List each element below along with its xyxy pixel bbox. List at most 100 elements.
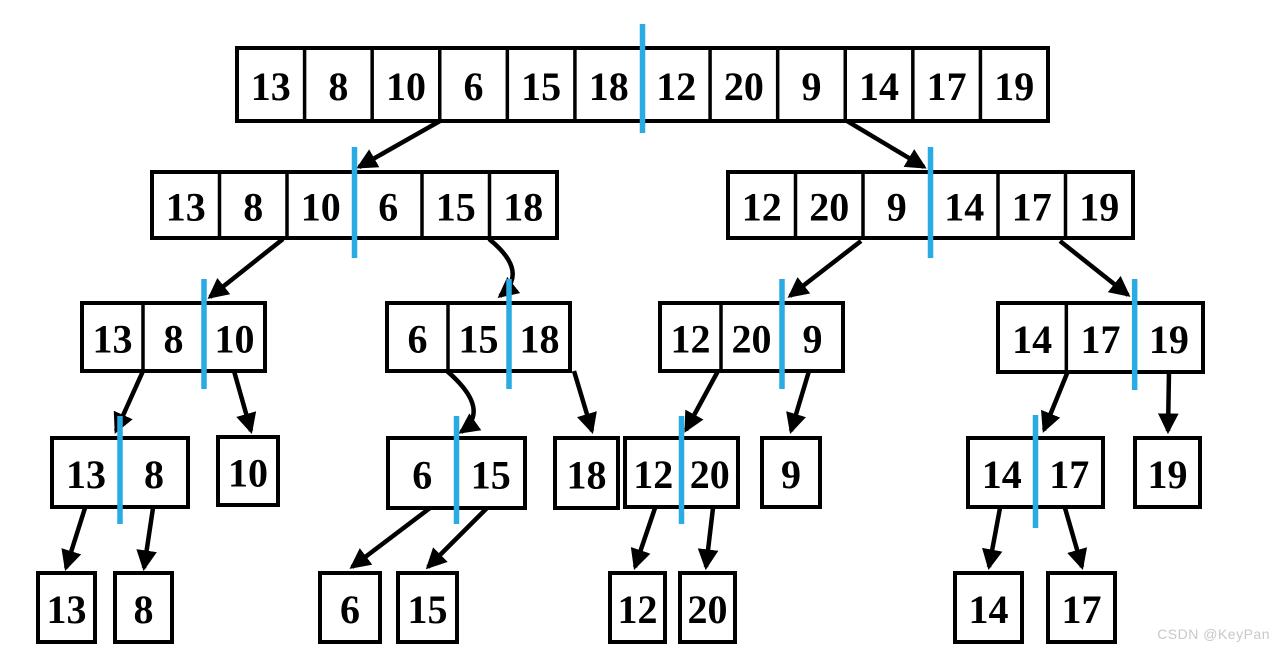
cell-value: 12 <box>656 64 696 109</box>
array-box <box>996 301 1205 374</box>
cell-value: 15 <box>436 185 476 230</box>
array-box <box>608 571 667 644</box>
divide-arrow-l2-4-to-l3-7 <box>1041 370 1071 433</box>
cell-value: 19 <box>1149 317 1189 362</box>
divide-arrow-l2-4-to-l3-8 <box>1157 370 1179 435</box>
cell-value: 17 <box>1049 452 1089 497</box>
cell-value: 20 <box>809 185 849 230</box>
cell-value: 8 <box>243 185 263 230</box>
array-node-l4-3: 6 <box>318 571 382 644</box>
cell-value: 17 <box>927 64 967 109</box>
watermark: CSDN @KeyPan <box>1157 626 1270 642</box>
cell-value: 12 <box>618 587 658 632</box>
cell-value: 8 <box>134 587 154 632</box>
divide-arrow-l2-1-to-l3-2 <box>231 370 257 434</box>
cell-value: 8 <box>164 317 184 362</box>
cell-value: 13 <box>66 452 106 497</box>
cell-value: 9 <box>781 452 801 497</box>
array-node-l4-6: 20 <box>678 571 737 644</box>
array-box <box>953 571 1024 644</box>
array-box <box>396 571 459 644</box>
array-node-l3-8: 19 <box>1133 436 1202 509</box>
cell-value: 9 <box>887 185 907 230</box>
cell-value: 17 <box>1081 317 1121 362</box>
cell-value: 8 <box>144 452 164 497</box>
divide-arrow-root-to-l1-right <box>845 119 927 169</box>
divide-arrow-l1-left-to-l2-2 <box>487 237 521 298</box>
cell-value: 15 <box>459 317 499 362</box>
cell-value: 14 <box>859 64 899 109</box>
divide-arrow-l3-1-to-l4-1 <box>61 507 88 571</box>
array-node-l3-6: 9 <box>760 436 822 509</box>
cell-value: 6 <box>408 317 428 362</box>
cell-value: 8 <box>328 64 348 109</box>
cell-value: 19 <box>994 64 1034 109</box>
cell-value: 13 <box>251 64 291 109</box>
cell-value: 10 <box>228 451 268 496</box>
arrows-layer <box>61 119 1179 572</box>
cell-value: 19 <box>1079 185 1119 230</box>
array-node-l2-1: 13 8 10 <box>80 301 267 373</box>
cell-value: 10 <box>301 185 341 230</box>
array-box <box>658 301 845 373</box>
array-box <box>80 301 267 373</box>
array-node-l4-2: 8 <box>113 571 174 644</box>
divide-arrow-l1-right-to-l2-3 <box>787 239 863 298</box>
nodes-layer: 13 8 10 6 15 18 12 20 9 14 17 19 13 8 10 6 15 18 12 20 9 14 17… <box>36 46 1205 644</box>
divide-arrow-l3-1-to-l4-2 <box>136 507 157 572</box>
array-box <box>318 571 382 644</box>
array-node-l4-1: 13 <box>36 571 97 644</box>
array-node-l3-4: 18 <box>553 436 620 510</box>
cell-value: 17 <box>1062 587 1102 632</box>
cell-value: 13 <box>93 317 133 362</box>
cell-value: 14 <box>1012 317 1052 362</box>
array-box <box>1133 436 1202 509</box>
cell-value: 19 <box>1148 452 1188 497</box>
cell-value: 10 <box>215 317 255 362</box>
array-node-l4-7: 14 <box>953 571 1024 644</box>
cell-value: 15 <box>471 453 511 498</box>
array-node-l4-8: 17 <box>1046 571 1117 644</box>
array-box <box>385 301 572 373</box>
cell-value: 18 <box>567 453 607 498</box>
cell-value: 14 <box>982 452 1022 497</box>
cell-value: 12 <box>742 185 782 230</box>
cell-value: 18 <box>503 185 543 230</box>
divide-arrow-l3-3-to-l4-3 <box>349 506 432 569</box>
cell-value: 20 <box>732 317 772 362</box>
divide-arrow-l3-7-to-l4-7 <box>982 507 1003 571</box>
array-box <box>113 571 174 644</box>
divide-arrow-root-to-l1-left <box>356 119 442 169</box>
dividers-layer <box>117 24 1138 528</box>
cell-value: 13 <box>166 185 206 230</box>
array-box <box>553 436 620 510</box>
cell-value: 6 <box>340 587 360 632</box>
divide-arrow-l3-3-to-l4-4 <box>425 506 489 570</box>
cell-value: 20 <box>724 64 764 109</box>
cell-value: 15 <box>521 64 561 109</box>
array-box <box>216 435 280 507</box>
cell-value: 18 <box>589 64 629 109</box>
cell-value: 12 <box>671 317 711 362</box>
array-box <box>760 436 822 509</box>
array-box <box>36 571 97 644</box>
cell-value: 15 <box>408 587 448 632</box>
cell-value: 17 <box>1012 185 1052 230</box>
divide-arrow-l3-7-to-l4-8 <box>1062 507 1088 570</box>
cell-value: 6 <box>412 453 432 498</box>
cell-value: 14 <box>969 587 1009 632</box>
divide-arrow-l2-2-to-l3-3 <box>445 369 482 434</box>
array-box <box>678 571 737 644</box>
divide-arrow-l1-right-to-l2-4 <box>1058 239 1131 297</box>
divide-arrow-l3-5-to-l4-6 <box>697 507 719 571</box>
divide-arrow-l1-left-to-l2-1 <box>207 237 285 299</box>
cell-value: 14 <box>944 185 984 230</box>
cell-value: 6 <box>378 185 398 230</box>
cell-value: 13 <box>47 587 87 632</box>
cell-value: 9 <box>803 317 823 362</box>
array-node-l4-4: 15 <box>396 571 459 644</box>
array-box <box>1046 571 1117 644</box>
